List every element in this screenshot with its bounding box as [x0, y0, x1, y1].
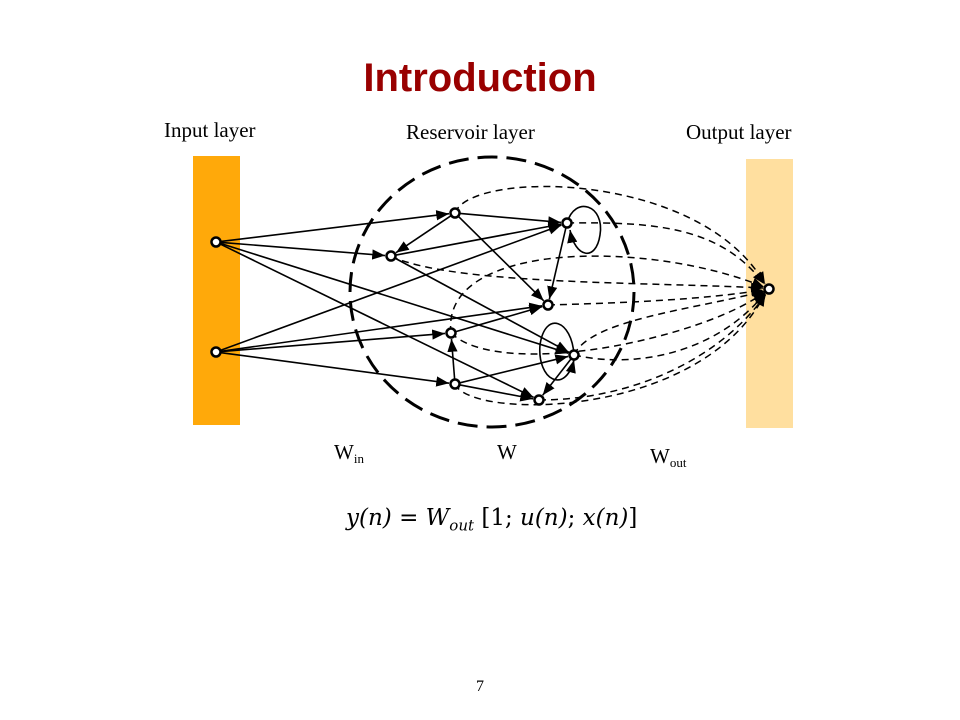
output-connection	[547, 287, 764, 306]
w-in-label: Win	[334, 440, 364, 466]
connection-arrow	[459, 384, 534, 402]
output-connection	[538, 293, 767, 401]
connection-arrow	[457, 215, 545, 302]
input-layer-label: Input layer	[164, 118, 256, 142]
page-number: 7	[476, 678, 484, 695]
connection-arrow	[220, 242, 569, 355]
output-connection	[573, 289, 766, 356]
connection-arrow	[542, 358, 572, 396]
neuron-node	[385, 250, 397, 262]
output-connection	[450, 291, 766, 355]
reservoir-layer-label: Reservoir layer	[406, 120, 535, 144]
reservoir-connections	[220, 205, 602, 402]
neuron-nodes	[210, 207, 775, 406]
neuron-node	[763, 283, 775, 295]
reservoir-boundary	[348, 155, 636, 429]
output-connections	[390, 185, 767, 406]
input-layer-bar	[193, 156, 240, 425]
connection-arrow	[220, 210, 450, 243]
neuron-node	[568, 349, 580, 361]
slide-title: Introduction	[363, 56, 597, 100]
output-connection	[454, 185, 766, 285]
connection-arrow	[547, 227, 567, 300]
connection-arrow	[455, 305, 543, 333]
output-connection	[450, 255, 765, 334]
connection-arrow	[220, 302, 543, 353]
neuron-node	[445, 327, 457, 339]
connection-arrow	[220, 241, 386, 260]
output-formula: y(n) = Wout [1; u(n); x(n)]	[346, 505, 638, 535]
w-label: W	[497, 440, 517, 464]
connection-arrow	[395, 215, 452, 254]
connection-arrow	[395, 257, 570, 353]
neuron-node	[210, 346, 222, 358]
self-loop-arrow	[566, 205, 602, 255]
output-connection	[390, 255, 764, 293]
output-layer-label: Output layer	[686, 120, 792, 144]
connection-arrow	[459, 212, 562, 227]
neuron-node	[449, 207, 461, 219]
neuron-node	[210, 236, 222, 248]
neuron-node	[561, 217, 573, 229]
connection-arrow	[447, 338, 458, 380]
connection-arrow	[395, 221, 562, 256]
neuron-node	[542, 299, 554, 311]
w-out-label: Wout	[650, 444, 687, 470]
neuron-node	[449, 378, 461, 390]
connection-arrow	[220, 224, 562, 352]
connection-arrow	[220, 329, 446, 353]
neuron-node	[533, 394, 545, 406]
output-connection	[566, 222, 765, 285]
connection-arrow	[220, 351, 450, 387]
connection-arrow	[220, 243, 534, 399]
self-loop-arrow	[539, 322, 576, 381]
connection-arrow	[459, 354, 569, 384]
output-connection	[573, 292, 766, 361]
output-connection	[454, 293, 766, 406]
